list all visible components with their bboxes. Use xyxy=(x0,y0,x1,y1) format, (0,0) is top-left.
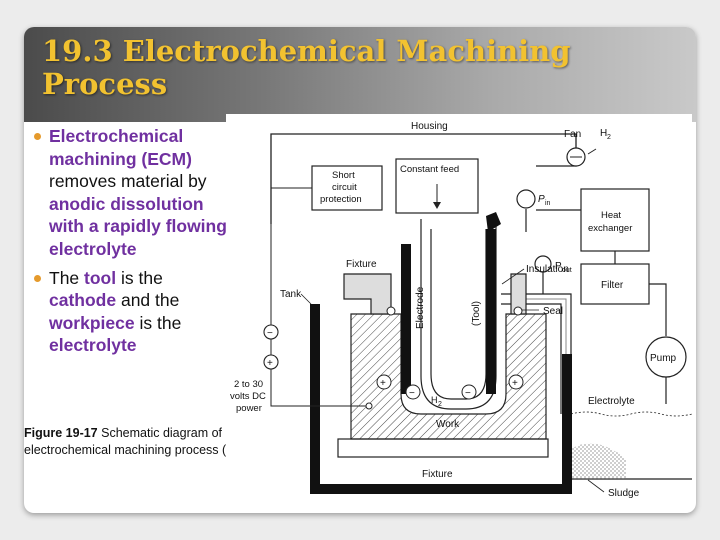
machine-tank xyxy=(310,304,572,494)
insulation xyxy=(501,268,525,285)
work-terminals xyxy=(365,374,524,410)
bullet-2-text-3: and the xyxy=(116,290,180,311)
fan-label: Fan xyxy=(564,129,581,140)
title-band xyxy=(24,27,696,122)
caption-text: Schematic diagram of electrochemical mac… xyxy=(24,426,262,457)
terminal-minus: − xyxy=(267,328,273,339)
slide-title: 19.3 Electrochemical Machining Process xyxy=(42,34,571,101)
p-in-subscript: in xyxy=(545,200,551,207)
bullet-1: Electrochemical machining (ECM) removes … xyxy=(34,125,234,261)
housing xyxy=(270,133,577,379)
pump-label: Pump xyxy=(650,353,677,364)
filter xyxy=(580,251,650,305)
p-out-subscript: out xyxy=(562,267,572,274)
short-circuit-protection xyxy=(271,165,383,211)
housing-label: Housing xyxy=(411,121,448,132)
voltage-line-1: 2 to 30 xyxy=(234,379,263,390)
heat-exchanger xyxy=(536,188,650,252)
fixture-bottom xyxy=(337,438,549,458)
work-plus-right: + xyxy=(512,378,518,389)
bullet-2-highlight-3: workpiece xyxy=(49,312,135,333)
voltage-line-3: power xyxy=(236,403,262,414)
fixture-top-label: Fixture xyxy=(346,259,377,270)
slide: 19.3 Electrochemical Machining Process E… xyxy=(24,27,696,513)
bullet-2-text-4: is the xyxy=(134,312,182,333)
short-circuit-line-3: protection xyxy=(320,194,362,205)
bullet-2-highlight-1: tool xyxy=(84,267,117,288)
bullet-2: The tool is the cathode and the workpiec… xyxy=(34,267,234,357)
electrolyte-tank xyxy=(570,411,692,480)
p-out-label: P xyxy=(555,261,562,272)
fixture-top xyxy=(343,273,527,315)
caption-label: Figure 19-17 xyxy=(24,426,98,440)
constant-feed-label: Constant feed xyxy=(400,164,459,175)
bullet-1-text-1: removes material by xyxy=(49,171,207,192)
bullet-2-highlight-2: cathode xyxy=(49,290,117,311)
seal-label: Seal xyxy=(543,306,563,317)
bullet-2-text-2: is the xyxy=(116,267,163,288)
short-circuit-line-2: circuit xyxy=(332,182,357,193)
seal xyxy=(386,306,539,316)
fan xyxy=(536,147,597,167)
bullet-1-highlight-1: Electrochemical machining (ECM) xyxy=(49,126,192,169)
heat-exchanger-line-2: exchanger xyxy=(588,223,632,234)
electrode-label: Electrode xyxy=(415,286,426,329)
p-in-label: P xyxy=(538,194,545,205)
tank-label: Tank xyxy=(280,289,302,300)
electrode-minus-left: − xyxy=(409,388,415,399)
bullet-1-highlight-2: anodic dissolution with a rapidly flowin… xyxy=(49,193,227,259)
fan-h2-label: H xyxy=(600,128,607,139)
ecm-diagram: Housing Fan H 2 Short circuit protection… xyxy=(226,114,692,498)
work-label: Work xyxy=(436,419,460,430)
bullet-2-text-1: The xyxy=(49,267,85,288)
insulation-label: Insulation xyxy=(526,264,569,275)
fixture-bottom-label: Fixture xyxy=(422,469,453,480)
bullet-list: Electrochemical machining (ECM) removes … xyxy=(34,125,234,363)
bullet-2-highlight-4: electrolyte xyxy=(49,335,137,356)
heat-exchanger-line-1: Heat xyxy=(601,210,621,221)
figure-caption: Figure 19-17 Schematic diagram of electr… xyxy=(24,425,269,458)
pump xyxy=(645,283,687,404)
power-leads xyxy=(263,304,366,407)
terminal-plus: + xyxy=(267,358,273,369)
constant-feed xyxy=(395,158,479,214)
workpiece xyxy=(350,313,547,440)
work-plus-left: + xyxy=(380,378,386,389)
p-out-gauge xyxy=(534,255,552,294)
voltage-line-2: volts DC xyxy=(230,391,266,402)
h2-mid-label: H xyxy=(431,395,438,405)
sludge-label: Sludge xyxy=(608,488,640,498)
electrolyte-label: Electrolyte xyxy=(588,396,635,407)
electrode-minus-right: − xyxy=(465,388,471,399)
p-in-gauge xyxy=(516,189,536,232)
tool-label: (Tool) xyxy=(471,301,482,326)
filter-label: Filter xyxy=(601,280,624,291)
fan-h2-subscript: 2 xyxy=(607,134,611,141)
short-circuit-line-1: Short xyxy=(332,170,355,181)
electrode xyxy=(401,212,501,410)
h2-mid-subscript: 2 xyxy=(438,401,442,408)
